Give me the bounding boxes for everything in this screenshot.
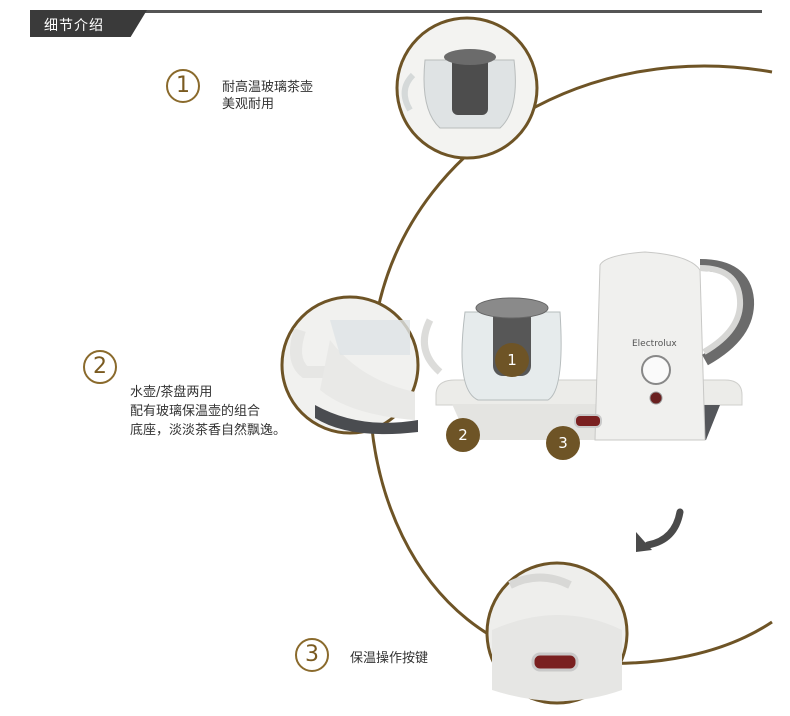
feature-1-line-2: 美观耐用	[222, 97, 275, 112]
product-marker-1: 1	[495, 343, 529, 377]
arrow-curve-icon	[636, 508, 684, 552]
main-product	[420, 251, 755, 441]
section-tag: 细节介绍	[30, 10, 147, 37]
header-rule	[30, 10, 762, 13]
feature-3-line-1: 保温操作按键	[350, 651, 429, 666]
detail-circle-1	[395, 16, 539, 160]
feature-1-line-1: 耐高温玻璃茶壶	[222, 80, 314, 95]
brand-label: Electrolux	[632, 339, 677, 349]
section-title: 细节介绍	[44, 18, 104, 34]
feature-2-number: 2	[83, 350, 117, 384]
feature-2-line-3: 底座，淡淡茶香自然飘逸。	[130, 423, 287, 438]
detail-circle-3	[485, 561, 629, 705]
feature-1-number: 1	[166, 69, 200, 103]
feature-3-number: 3	[295, 638, 329, 672]
feature-2-line-1: 水壶/茶盘两用	[130, 385, 213, 400]
product-marker-2: 2	[446, 418, 480, 452]
detail-circle-2	[280, 295, 420, 435]
feature-2-line-2: 配有玻璃保温壶的组合	[130, 404, 261, 419]
product-marker-3: 3	[546, 426, 580, 460]
decor-arc	[368, 64, 773, 665]
